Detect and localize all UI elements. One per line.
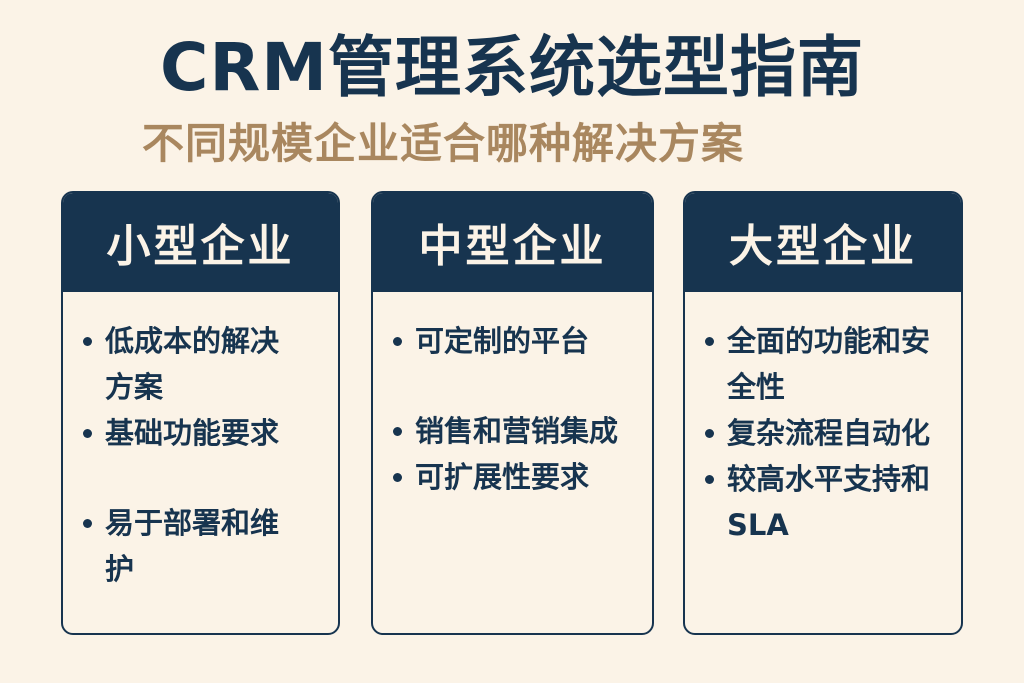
- list-item: 全面的功能和安全性: [703, 318, 932, 410]
- list-item: 销售和营销集成: [391, 408, 620, 454]
- bullet-icon: [83, 337, 92, 346]
- bullet-icon: [393, 427, 402, 436]
- bullet-icon: [393, 337, 402, 346]
- list-item: 易于部署和维护: [81, 500, 305, 592]
- list-item: 可定制的平台: [391, 318, 620, 364]
- page-subtitle: 不同规模企业适合哪种解决方案: [142, 119, 745, 168]
- bullet-icon: [705, 429, 714, 438]
- bullet-icon: [705, 337, 714, 346]
- card-heading: 大型企业: [685, 193, 961, 292]
- bullet-icon: [705, 475, 714, 484]
- list-item: 低成本的解决方案: [81, 318, 305, 410]
- card-large-enterprise: 大型企业 全面的功能和安全性 复杂流程自动化 较高水平支持和SLA: [683, 191, 963, 635]
- card-heading: 中型企业: [373, 193, 652, 292]
- list-item: 较高水平支持和SLA: [703, 456, 932, 548]
- card-medium-enterprise: 中型企业 可定制的平台 销售和营销集成 可扩展性要求: [371, 191, 654, 635]
- card-heading: 小型企业: [63, 193, 338, 292]
- list-item: 复杂流程自动化: [703, 410, 932, 456]
- bullet-icon: [393, 473, 402, 482]
- card-small-enterprise: 小型企业 低成本的解决方案 基础功能要求 易于部署和维护: [61, 191, 340, 635]
- page-title: CRM管理系统选型指南: [160, 29, 864, 106]
- list-item: 基础功能要求: [81, 410, 305, 456]
- list-item: 可扩展性要求: [391, 454, 620, 500]
- bullet-icon: [83, 429, 92, 438]
- bullet-icon: [83, 519, 92, 528]
